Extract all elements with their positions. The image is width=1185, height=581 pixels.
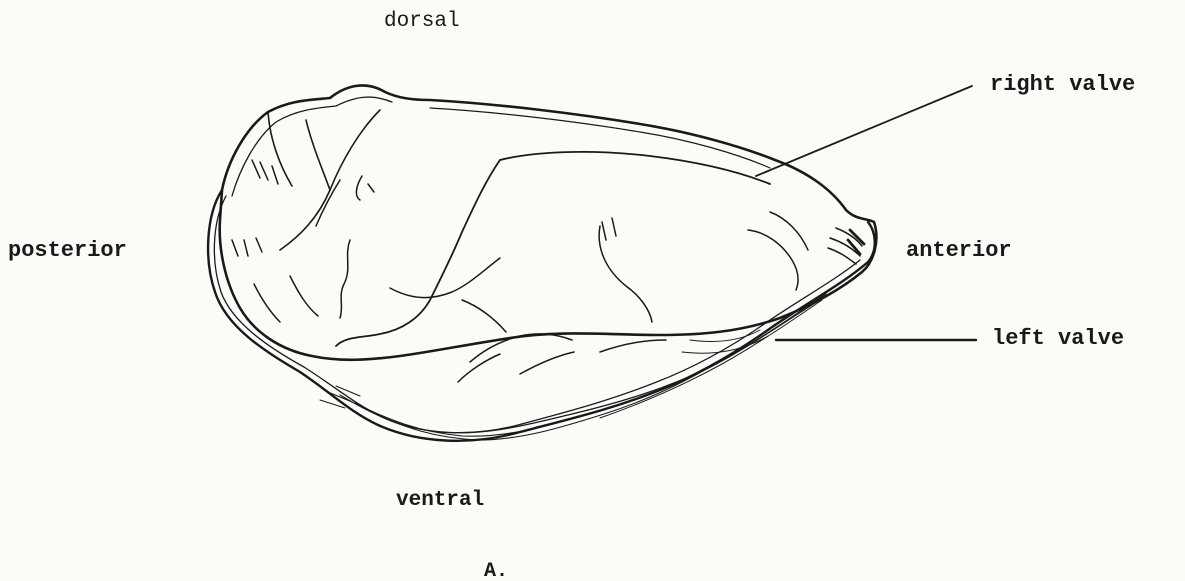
shell-ridge [458, 354, 500, 382]
anterior-label: anterior [906, 240, 1012, 262]
shell-ridge [252, 160, 278, 184]
left-valve-outline [208, 190, 875, 441]
shell-ridge [748, 230, 798, 290]
shell-ridge [390, 258, 500, 298]
shell-ridge [520, 352, 574, 374]
shell-ridge [316, 180, 340, 226]
left-valve-layer [355, 294, 826, 436]
shell-ridge [232, 238, 262, 256]
figure-caption: A. [484, 562, 508, 581]
left-valve-layer [372, 356, 728, 440]
shell-ridge [306, 120, 330, 190]
shell-ridge [336, 160, 500, 346]
shell-ridge [500, 152, 770, 184]
shell-ridge [356, 176, 374, 200]
posterior-label: posterior [8, 240, 127, 262]
left-valve-layer [640, 286, 836, 398]
right-valve-leader [756, 86, 972, 176]
shell-ridge [600, 340, 666, 352]
ventral-label: ventral [396, 490, 484, 511]
shell-ridge [599, 226, 652, 322]
anterior-umbo [828, 228, 862, 264]
shell-ridge [462, 300, 506, 332]
shell-ridge [254, 284, 280, 322]
shell-ridge [268, 112, 292, 186]
dorsal-label: dorsal [384, 11, 460, 32]
left-valve-label: left valve [992, 328, 1124, 350]
shell-ridge [602, 218, 616, 240]
shell-ridge [340, 240, 350, 318]
right-valve-label: right valve [990, 74, 1135, 96]
right-valve-edge [232, 97, 392, 196]
shell-ridge [770, 212, 808, 250]
left-valve-layer [214, 196, 860, 433]
shell-ridge [280, 110, 380, 250]
anterior-umbo [848, 230, 864, 254]
shell-ridge [290, 276, 318, 316]
